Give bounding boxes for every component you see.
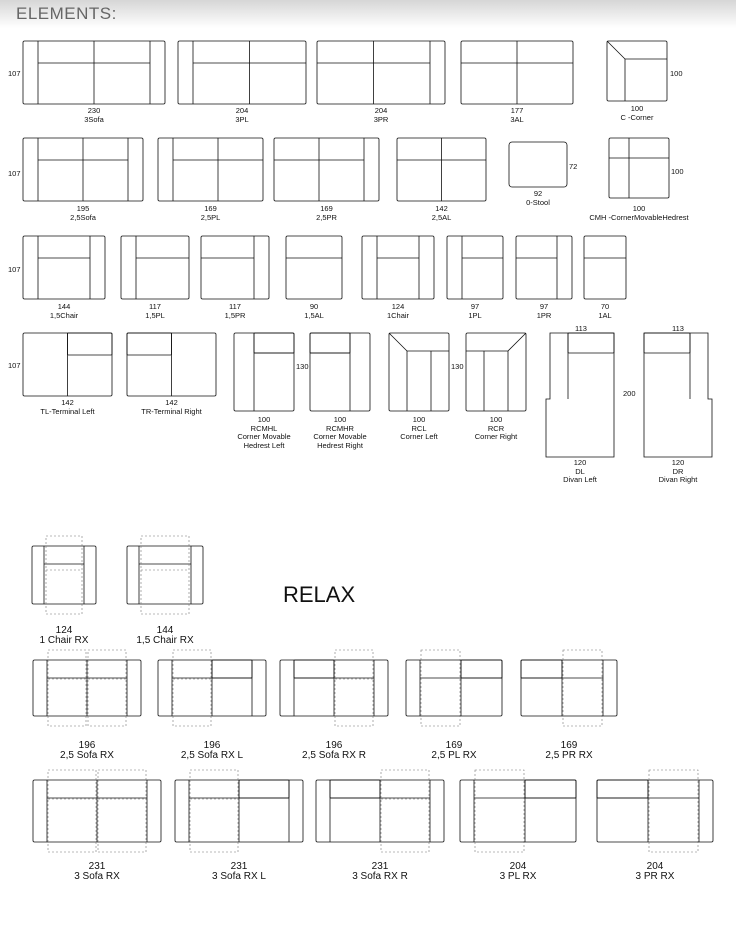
element-8: [396, 137, 487, 202]
relax-element-8: [174, 769, 304, 853]
header-band: [0, 0, 736, 28]
relax-element-2: [32, 649, 142, 727]
element-7: [273, 137, 380, 202]
element-22: [309, 332, 371, 412]
depth-label-row1: 107: [8, 69, 21, 78]
depth-label-row4: 107: [8, 361, 21, 370]
element-21: [233, 332, 295, 412]
depth-label-corner: 100: [670, 69, 683, 78]
element-19: [22, 332, 113, 397]
relax-element-5: [405, 649, 503, 727]
element-1: [177, 40, 307, 105]
depth-label-row2: 107: [8, 169, 21, 178]
element-16: [446, 235, 504, 300]
element-4: [606, 40, 668, 102]
relax-element-10: [459, 769, 577, 853]
depth-label-stool: 72: [569, 162, 578, 171]
element-23: [388, 332, 450, 412]
depth-label-rc: 130: [451, 362, 464, 371]
element-24: [465, 332, 527, 412]
element-9: [508, 141, 568, 188]
element-13: [200, 235, 270, 300]
element-20: [126, 332, 217, 397]
relax-element-11: [596, 769, 714, 853]
element-17: [515, 235, 573, 300]
element-15: [361, 235, 435, 300]
element-0: [22, 40, 166, 105]
depth-label-cmh: 100: [671, 167, 684, 176]
element-11: [22, 235, 106, 300]
relax-element-0: [31, 535, 97, 615]
relax-element-7: [32, 769, 162, 853]
element-10: [608, 137, 670, 199]
element-2: [316, 40, 446, 105]
element-18: [583, 235, 627, 300]
relax-element-3: [157, 649, 267, 727]
element-25: [545, 332, 615, 458]
relax-element-6: [520, 649, 618, 727]
depth-label-divan: 200: [623, 389, 636, 398]
relax-element-9: [315, 769, 445, 853]
relax-title: RELAX: [283, 582, 356, 607]
top-width-label-dl: 113: [575, 324, 587, 333]
elements-title: ELEMENTS:: [16, 4, 117, 23]
element-6: [157, 137, 264, 202]
top-width-label-dr: 113: [672, 324, 684, 333]
element-12: [120, 235, 190, 300]
element-3: [460, 40, 574, 105]
relax-element-4: [279, 649, 389, 727]
element-26: [643, 332, 713, 458]
depth-label-row3: 107: [8, 265, 21, 274]
element-14: [285, 235, 343, 300]
depth-label-rcmh: 130: [296, 362, 309, 371]
relax-element-1: [126, 535, 204, 615]
element-5: [22, 137, 144, 202]
